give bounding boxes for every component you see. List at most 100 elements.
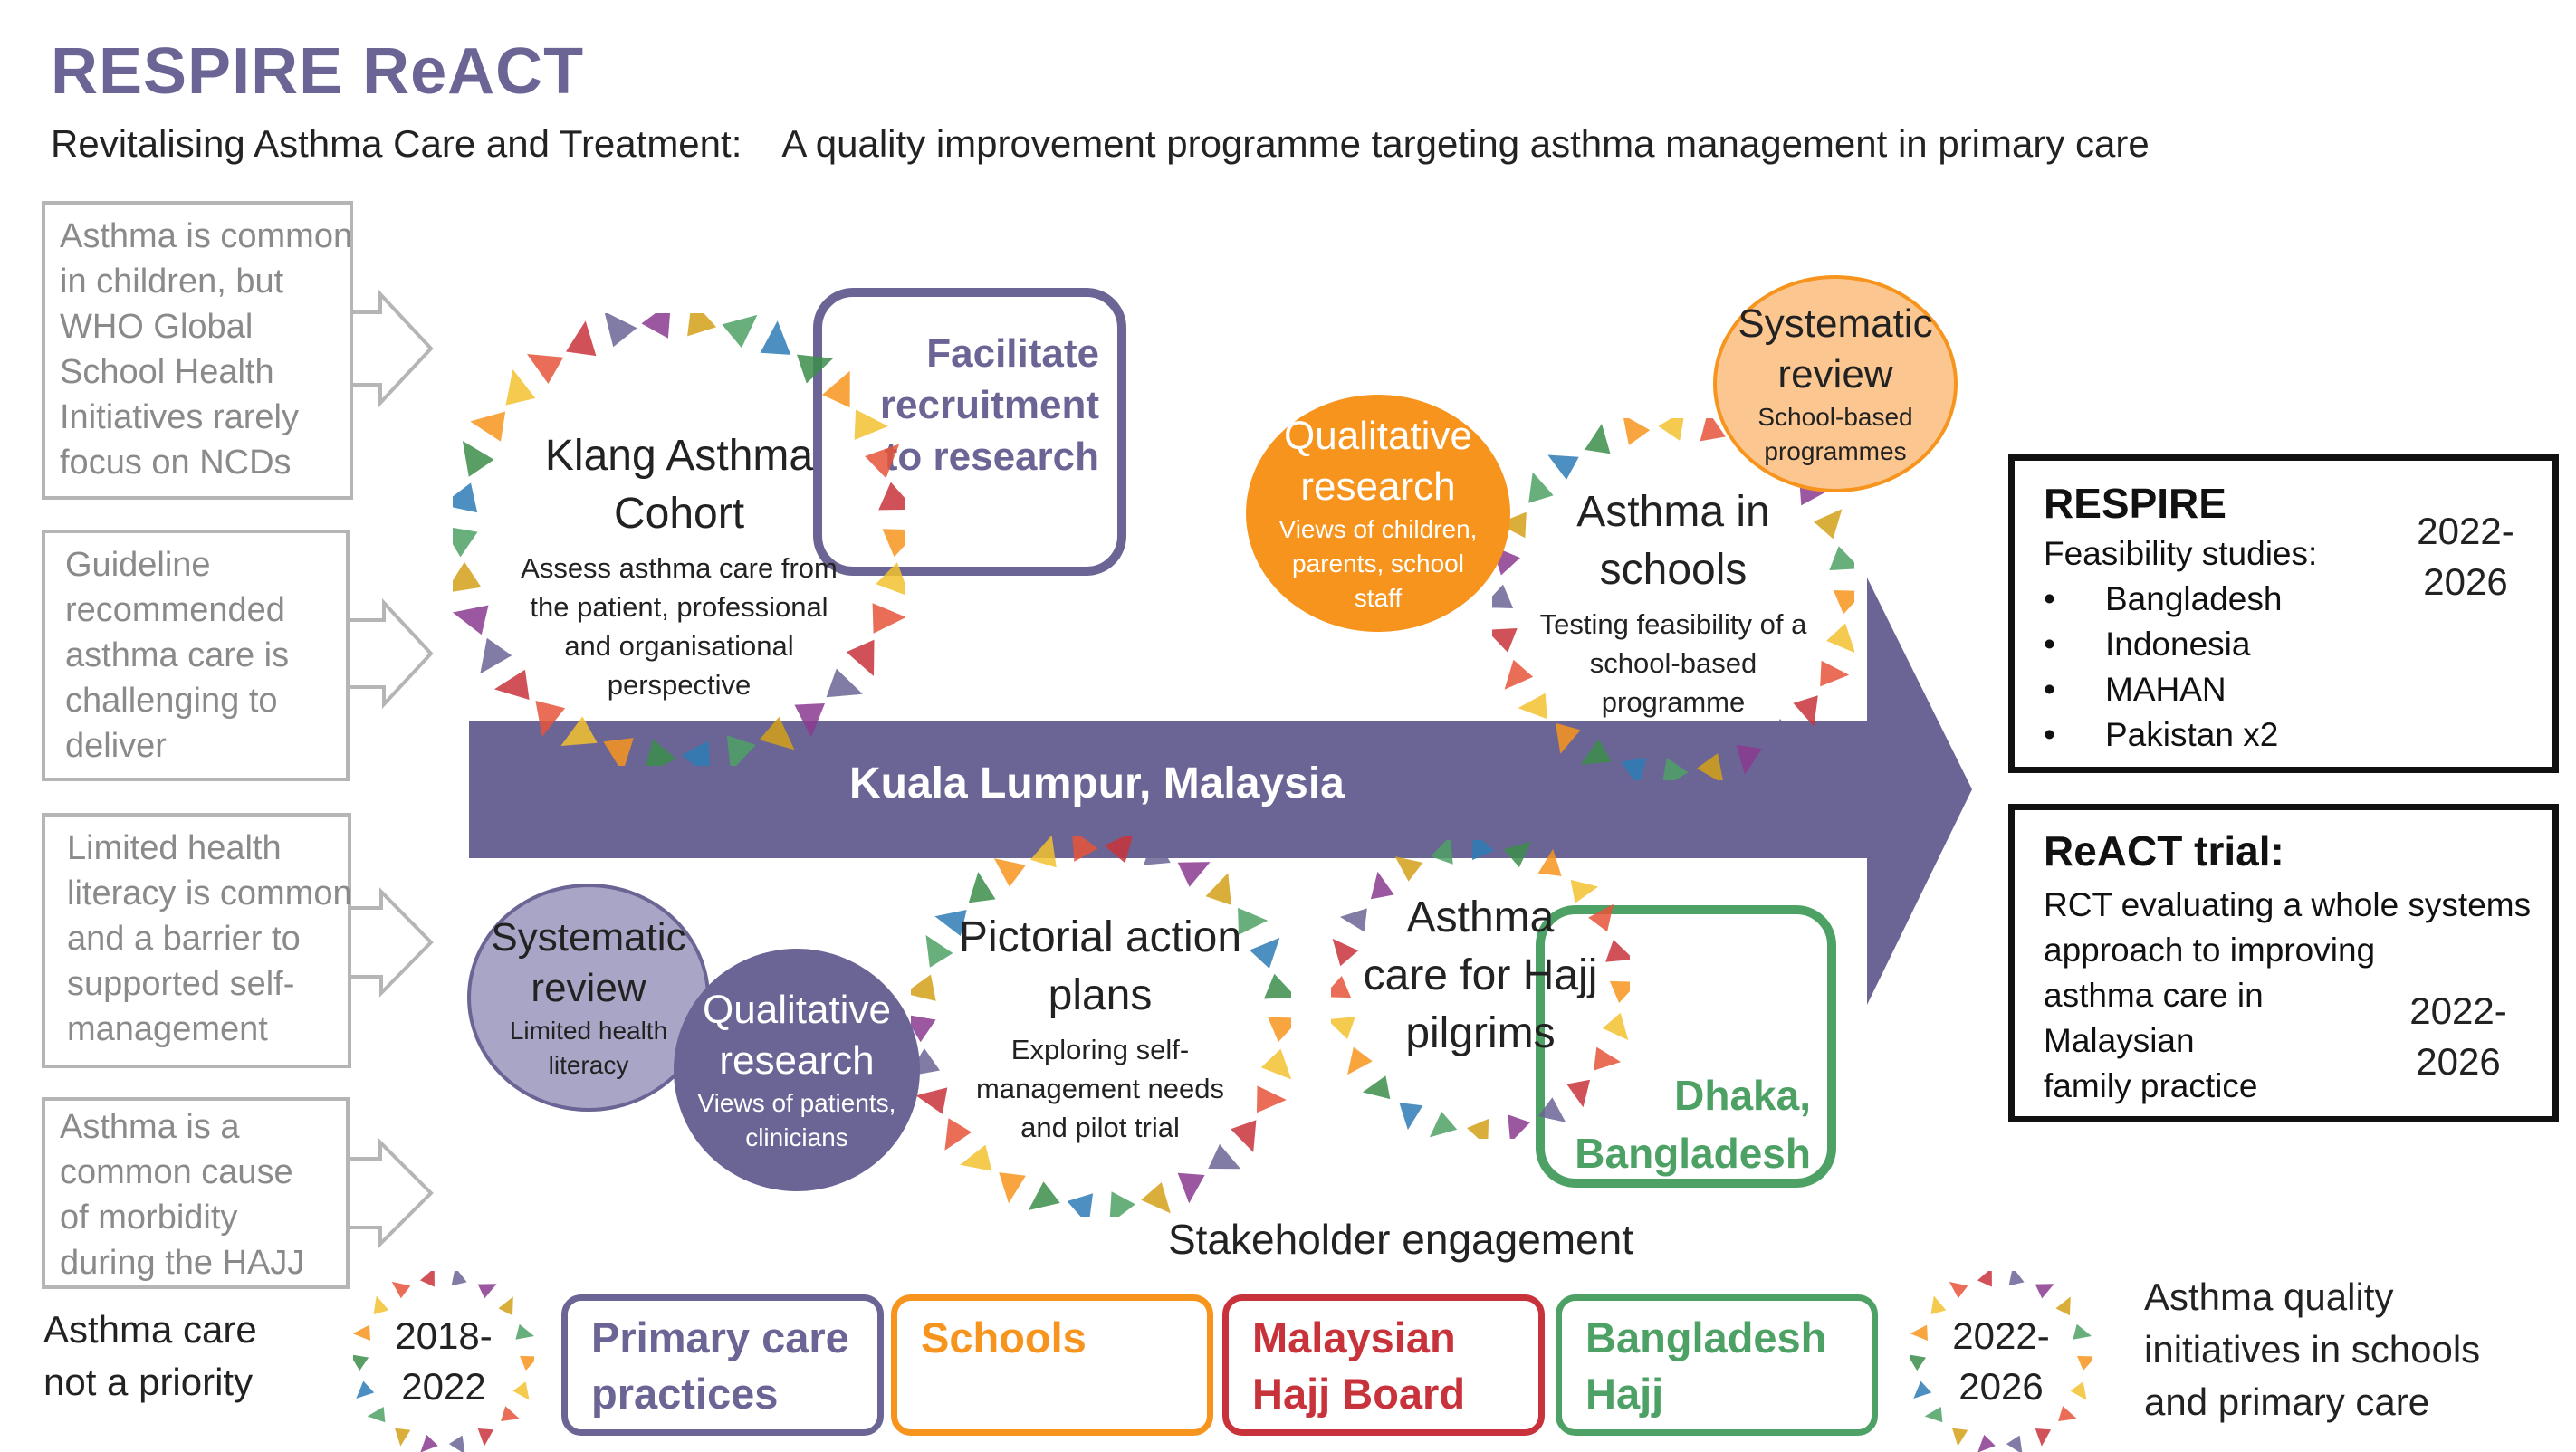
ring-tile <box>876 562 905 596</box>
respire-box: RESPIRE Feasibility studies: Bangladesh … <box>2008 454 2559 773</box>
respire-year-line: 2026 <box>2423 560 2508 603</box>
ring-tile <box>915 1087 948 1114</box>
sys-school-desc-line: programmes <box>1764 437 1907 465</box>
qual-schools-title-line: Qualitative <box>1284 414 1472 458</box>
ring-tile <box>1177 1172 1205 1204</box>
ring-tile <box>604 313 637 348</box>
note-line: recommended <box>65 591 285 629</box>
ring-tile <box>944 1118 972 1151</box>
ring-tile <box>1503 841 1532 868</box>
ring-tile <box>1913 1380 1932 1399</box>
ring-tile <box>1820 660 1850 687</box>
ring-tile <box>566 320 597 357</box>
ring-tile <box>925 935 953 968</box>
ring-tile <box>960 1144 992 1171</box>
note-health-literacy: Limited health literacy is common and a … <box>42 813 352 1068</box>
ring-tile <box>1370 871 1394 900</box>
note-arrow-2 <box>345 597 434 710</box>
note-line: management <box>67 1010 268 1048</box>
ring-tile <box>1585 424 1611 454</box>
ring-tile <box>1930 1295 1947 1315</box>
ring-tile <box>911 974 936 1001</box>
ring-tile <box>646 739 676 766</box>
ring-tile <box>480 637 512 674</box>
ring-tile <box>1264 973 1291 999</box>
ring-pictorial <box>911 836 1291 1217</box>
qual-patients-desc-line: Views of patients, <box>697 1089 896 1117</box>
hajj-title-line: pilgrims <box>1405 1009 1556 1057</box>
ring-tile <box>1537 848 1562 876</box>
bottom-right-year-line: 2022- <box>1952 1314 2050 1357</box>
ring-tile <box>520 1355 534 1371</box>
pictorial-action-plans-text: Pictorial action plans Exploring self- m… <box>924 909 1277 1147</box>
ring-tile <box>1030 836 1057 868</box>
stakeholder-line: Hajj Board <box>1252 1370 1466 1418</box>
bottom-right-text: Asthma quality initiatives in schools an… <box>2144 1271 2480 1428</box>
ring-klang <box>453 313 905 766</box>
note-line: WHO Global <box>60 308 254 346</box>
stakeholder-title: Stakeholder engagement <box>1168 1216 1634 1263</box>
ring-hajj <box>1331 840 1630 1139</box>
ring-tile <box>1339 908 1367 932</box>
note-line: literacy is common <box>67 874 352 912</box>
ring-tile <box>395 1428 411 1447</box>
respire-study-list: Bangladesh Indonesia MAHAN Pakistan x2 <box>2044 577 2317 758</box>
ring-bottom-right-years <box>1910 1271 2092 1452</box>
ring-tile <box>527 354 564 384</box>
ring-tile <box>760 320 791 355</box>
ring-tile <box>1602 1012 1629 1041</box>
note-arrow-1 <box>350 289 434 408</box>
note-children-ncds: Asthma is common in children, but WHO Gl… <box>42 201 353 500</box>
sys-school-title-line: Systematic <box>1738 301 1933 346</box>
schools-desc-line: school-based <box>1589 647 1757 679</box>
note-line: Initiatives rarely <box>60 398 299 436</box>
ring-tile <box>1570 879 1599 903</box>
ring-tile <box>797 354 834 384</box>
facilitate-line: recruitment <box>879 383 1099 427</box>
ring-tile <box>353 1324 370 1341</box>
note-line: common cause <box>60 1153 293 1191</box>
qualitative-research-schools-bubble: Qualitative research Views of children, … <box>1246 395 1510 632</box>
page-title: RESPIRE ReACT <box>51 35 585 108</box>
hajj-title-line: care for Hajj <box>1363 951 1598 999</box>
react-years: 2022- 2026 <box>2368 986 2549 1087</box>
sys-school-desc-line: School-based <box>1757 403 1913 431</box>
ring-tile <box>1508 1114 1530 1139</box>
ring-tile <box>1662 758 1689 780</box>
ring-tile <box>865 444 900 479</box>
not-priority-line: not a priority <box>43 1361 254 1403</box>
ring-tile <box>420 1434 438 1452</box>
ring-tile <box>1332 938 1359 967</box>
not-priority-text: Asthma care not a priority <box>43 1304 257 1409</box>
qual-schools-title-line: research <box>1300 464 1456 509</box>
ring-tile <box>1658 418 1684 441</box>
ring-tile <box>999 1172 1026 1204</box>
ring-tile <box>1205 873 1231 905</box>
ring-tile <box>759 716 795 750</box>
klang-desc-line: and organisational <box>564 630 794 662</box>
note-line: and a barrier to <box>67 920 301 958</box>
ring-tile <box>451 1271 467 1286</box>
bottom-left-year-line: 2022 <box>401 1365 486 1408</box>
ring-tile <box>854 409 888 440</box>
ring-tile <box>1504 659 1534 690</box>
react-line: RCT evaluating a whole systems <box>2044 886 2532 923</box>
ring-tile <box>1736 744 1762 775</box>
react-line: approach to improving <box>2044 931 2376 969</box>
ring-tile <box>1492 584 1514 608</box>
main-arrow-shape <box>469 578 1972 1005</box>
ring-tile <box>453 561 482 592</box>
ring-tile <box>1833 590 1854 615</box>
note-line: challenging to <box>65 682 278 720</box>
subtitle-left: Revitalising Asthma Care and Treatment: <box>51 122 742 165</box>
ring-tile <box>1528 472 1554 503</box>
ring-tile <box>391 1281 411 1299</box>
ring-tile <box>1347 1046 1373 1075</box>
note-arrow-4 <box>345 1138 434 1248</box>
ring-tile <box>1924 1407 1943 1423</box>
respire-study-item: Pakistan x2 <box>2044 712 2317 758</box>
stakeholder-bangladesh-hajj: Bangladesh Hajj <box>1556 1294 1878 1436</box>
ring-tile <box>603 738 634 766</box>
qual-schools-desc-line: parents, school <box>1292 549 1464 578</box>
sys-literacy-title-line: review <box>531 966 646 1010</box>
